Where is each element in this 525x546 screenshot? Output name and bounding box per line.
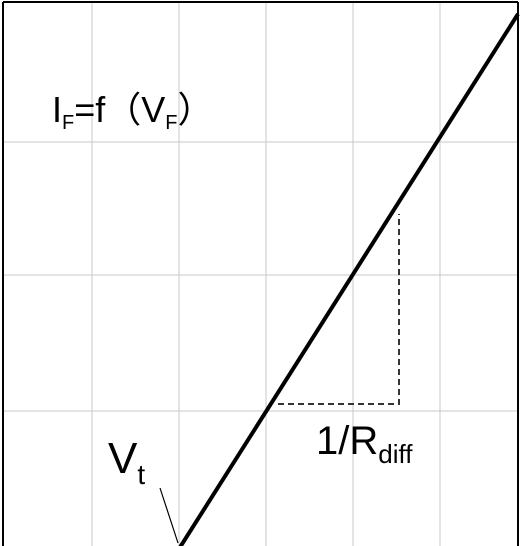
slope-label: 1/Rdiff <box>316 419 413 469</box>
slope-triangle-dashed <box>278 214 400 405</box>
grid-vertical <box>91 2 441 546</box>
iv-characteristic-line <box>178 12 520 546</box>
function-label: IF=f（VF） <box>52 89 214 134</box>
threshold-voltage-label: Vt <box>108 434 145 490</box>
threshold-leader-line <box>159 487 179 544</box>
grid-horizontal <box>2 141 518 412</box>
